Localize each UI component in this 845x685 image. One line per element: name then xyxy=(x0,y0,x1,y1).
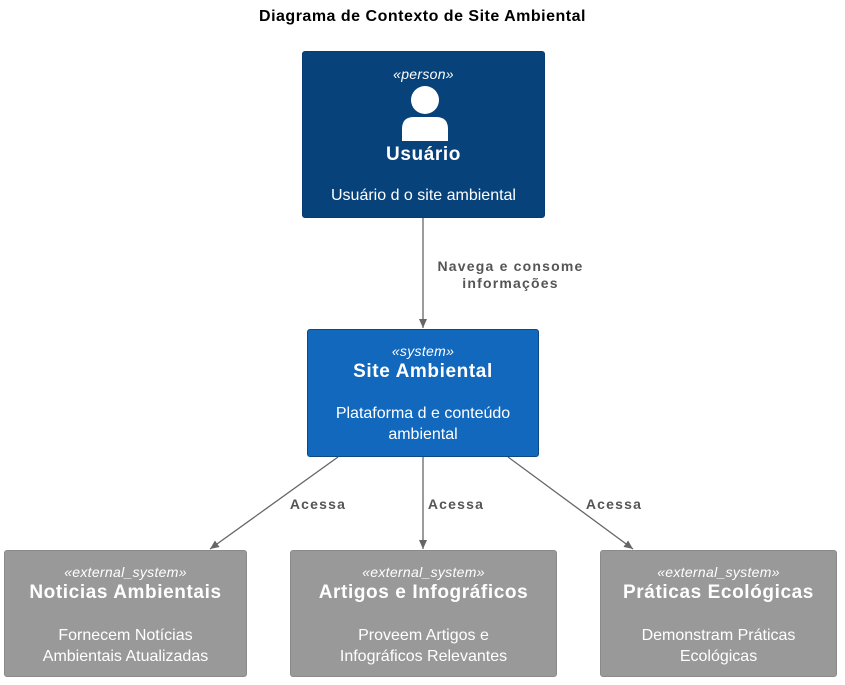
description-line2: Ambientais Atualizadas xyxy=(42,648,209,665)
stereotype-label: «external_system» xyxy=(362,564,485,580)
node-description: Fornecem Notícias Ambientais Atualizadas xyxy=(5,625,246,667)
edge-site-noticias xyxy=(209,456,339,550)
description-line2: Ecológicas xyxy=(679,648,758,665)
node-description: Usuário d o site ambiental xyxy=(331,187,516,204)
description-line2: Infográficos Relevantes xyxy=(339,648,508,665)
person-icon xyxy=(402,86,448,141)
edge-label-site-noticias: Acessa xyxy=(289,496,347,512)
description-line1: Plataforma d e conteúdo xyxy=(335,405,511,422)
stereotype-label: «external_system» xyxy=(657,564,780,580)
edge-label-site-praticas: Acessa xyxy=(585,496,643,512)
edge-label-usuario-site: Navega e consome informações xyxy=(423,258,598,292)
stereotype-label: «external_system» xyxy=(64,564,187,580)
external-system-praticas: «external_system» Práticas Ecológicas De… xyxy=(600,550,837,677)
description-line1: Fornecem Notícias xyxy=(58,627,193,644)
stereotype-label: «person» xyxy=(393,66,454,82)
node-description: Plataforma d e conteúdo ambiental xyxy=(308,403,538,445)
stereotype-label: «system» xyxy=(391,343,455,359)
person-usuario: «person» Usuário Usuário d o site ambien… xyxy=(302,51,545,218)
edge-label-line2: informações xyxy=(462,275,559,291)
node-name: Noticias Ambientais xyxy=(29,582,222,603)
node-name: Práticas Ecológicas xyxy=(623,582,814,603)
edge-label-site-artigos: Acessa xyxy=(427,496,485,512)
external-system-artigos: «external_system» Artigos e Infográficos… xyxy=(290,550,557,677)
node-name: Artigos e Infográficos xyxy=(318,582,529,603)
node-description: Proveem Artigos e Infográficos Relevante… xyxy=(291,625,556,667)
edge-site-praticas xyxy=(507,456,634,550)
description-line1: Demonstram Práticas xyxy=(641,627,796,644)
description-line1: Proveem Artigos e xyxy=(358,627,489,644)
description-line2: ambiental xyxy=(388,426,458,443)
external-system-noticias: «external_system» Noticias Ambientais Fo… xyxy=(4,550,247,677)
edge-label-line1: Navega e consome xyxy=(437,258,584,274)
system-site-ambiental: «system» Site Ambiental Plataforma d e c… xyxy=(307,329,539,457)
node-name: Usuário xyxy=(386,144,461,165)
node-description: Demonstram Práticas Ecológicas xyxy=(601,625,836,667)
node-name: Site Ambiental xyxy=(353,361,493,382)
diagram-title: Diagrama de Contexto de Site Ambiental xyxy=(259,8,586,25)
